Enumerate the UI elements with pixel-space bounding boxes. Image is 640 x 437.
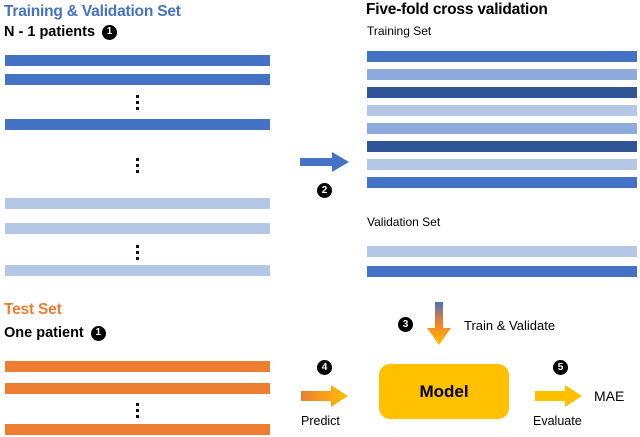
training-bar-1 (5, 55, 270, 66)
predict-label: Predict (301, 414, 340, 428)
step-badge-2: 2 (317, 183, 332, 199)
step-badge-3: 3 (398, 317, 413, 333)
model-label: Model (419, 381, 469, 401)
step3-arrow (426, 302, 452, 351)
fold-bar-5 (367, 123, 637, 134)
test-set-subtitle: One patient (4, 325, 84, 341)
fold-bar-3 (367, 87, 637, 98)
fold-bar-7 (367, 159, 637, 170)
ellipsis-2 (130, 155, 144, 176)
step-badge-1-test: 1 (90, 325, 106, 341)
fold-bar-6 (367, 141, 637, 152)
step3-badge-wrap: 3 (398, 316, 413, 334)
training-set-label: Training Set (367, 24, 432, 38)
training-validation-title: Training & Validation Set (4, 3, 181, 20)
test-ellipsis-1 (130, 400, 144, 421)
ellipsis-3 (130, 242, 144, 263)
valfold-bar-2 (367, 266, 637, 277)
step5-arrow (535, 385, 583, 412)
validation-bar-2 (5, 223, 270, 234)
step-badge-4: 4 (317, 360, 332, 376)
test-bar-3 (5, 424, 270, 435)
validation-bar-3 (5, 265, 270, 276)
evaluate-label: Evaluate (533, 414, 582, 428)
validation-set-label: Validation Set (367, 215, 441, 229)
test-subtitle-row: One patient 1 (4, 325, 106, 341)
training-validation-subtitle-row: N - 1 patients 1 (4, 24, 118, 40)
step-badge-1: 1 (102, 24, 118, 40)
train-validate-label: Train & Validate (464, 318, 556, 333)
fold-bar-4 (367, 105, 637, 116)
step-badge-5: 5 (553, 360, 568, 376)
valfold-bar-1 (367, 246, 637, 257)
test-set-title: Test Set (4, 301, 62, 318)
mae-output-label: MAE (594, 388, 625, 404)
fold-bar-1 (367, 51, 637, 62)
training-validation-subtitle: N - 1 patients (4, 24, 96, 40)
five-fold-title: Five-fold cross validation (366, 1, 548, 18)
training-bar-2 (5, 74, 270, 85)
training-bar-3 (5, 119, 270, 130)
step2-badge-wrap: 2 (317, 182, 332, 200)
validation-bar-1 (5, 198, 270, 209)
fold-bar-8 (367, 177, 637, 188)
fold-bar-2 (367, 69, 637, 80)
test-bar-2 (5, 383, 270, 394)
step4-badge-wrap: 4 (317, 359, 332, 377)
step5-badge-wrap: 5 (553, 359, 568, 377)
step2-arrow (300, 152, 350, 177)
test-bar-1 (5, 361, 270, 372)
step4-arrow (301, 385, 349, 412)
ellipsis-1 (130, 92, 144, 113)
model-box[interactable]: Model (379, 364, 509, 419)
